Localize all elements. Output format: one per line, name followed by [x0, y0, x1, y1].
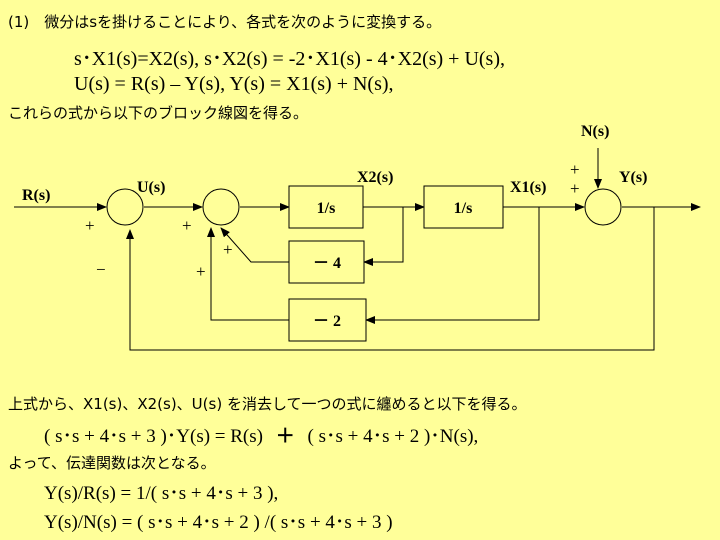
integrator-block-1: [288, 185, 364, 229]
x1-feedback-line: [365, 207, 540, 324]
sign-sum2-in: +: [182, 216, 192, 235]
combined-equation: ( s･s + 4･s + 3 )･Y(s) = R(s) ＋ ( s･s + …: [44, 421, 478, 448]
label-n: N(s): [581, 123, 609, 140]
label-y: Y(s): [619, 169, 647, 186]
label-x1: X1(s): [510, 179, 546, 196]
gain-block-minus4: [288, 240, 365, 284]
sign-sum2-fb4: +: [223, 240, 233, 259]
combined-equation-plus: ＋: [275, 426, 295, 447]
sign-sum3-n: +: [570, 179, 580, 198]
gain-label-minus4: － 4: [313, 255, 341, 272]
intro-heading: (1) 微分はsを掛けることにより、各式を次のように変換する。: [8, 13, 442, 31]
gain2-out-line: [207, 227, 289, 321]
gain-label-minus2: － 2: [313, 313, 341, 330]
sign-sum1-fb: −: [96, 260, 106, 279]
integrator-label-2: 1/s: [454, 200, 473, 217]
derivation-text: 上式から、X1(s)、X2(s)、U(s) を消去して一つの式に纏めると以下を得…: [8, 395, 527, 413]
combined-equation-right: ( s･s + 4･s + 2 )･N(s),: [307, 426, 479, 447]
gain4-out-line: [220, 227, 289, 263]
x2-feedback-line: [363, 207, 404, 266]
integrator-block-2: [423, 185, 504, 229]
summing-junction-1: [106, 188, 144, 226]
integrator-label-1: 1/s: [317, 200, 336, 217]
diagram-intro: これらの式から以下のブロック線図を得る。: [8, 104, 309, 122]
output-feedback-line: [126, 207, 655, 351]
sign-sum2-fb2: +: [196, 262, 206, 281]
transfer-intro: よって、伝達関数は次となる。: [8, 454, 216, 472]
sign-sum3-x1: +: [570, 160, 580, 179]
label-r: R(s): [22, 187, 50, 204]
state-equations: s･X1(s)=X2(s), s･X2(s) = -2･X1(s) - 4･X2…: [74, 48, 506, 70]
output-equations: U(s) = R(s) – Y(s), Y(s) = X1(s) + N(s),: [74, 73, 394, 95]
gain-block-minus2: [288, 298, 367, 342]
summing-junction-3: [584, 188, 622, 226]
summing-junction-2: [202, 188, 240, 226]
combined-equation-left: ( s･s + 4･s + 3 )･Y(s) = R(s): [44, 426, 263, 447]
label-u: U(s): [137, 179, 165, 196]
sign-sum1-ref: +: [85, 216, 95, 235]
transfer-function-n: Y(s)/N(s) = ( s･s + 4･s + 2 ) /( s･s + 4…: [44, 512, 393, 533]
transfer-function-r: Y(s)/R(s) = 1/( s･s + 4･s + 3 ),: [44, 483, 279, 504]
label-x2: X2(s): [357, 169, 393, 186]
